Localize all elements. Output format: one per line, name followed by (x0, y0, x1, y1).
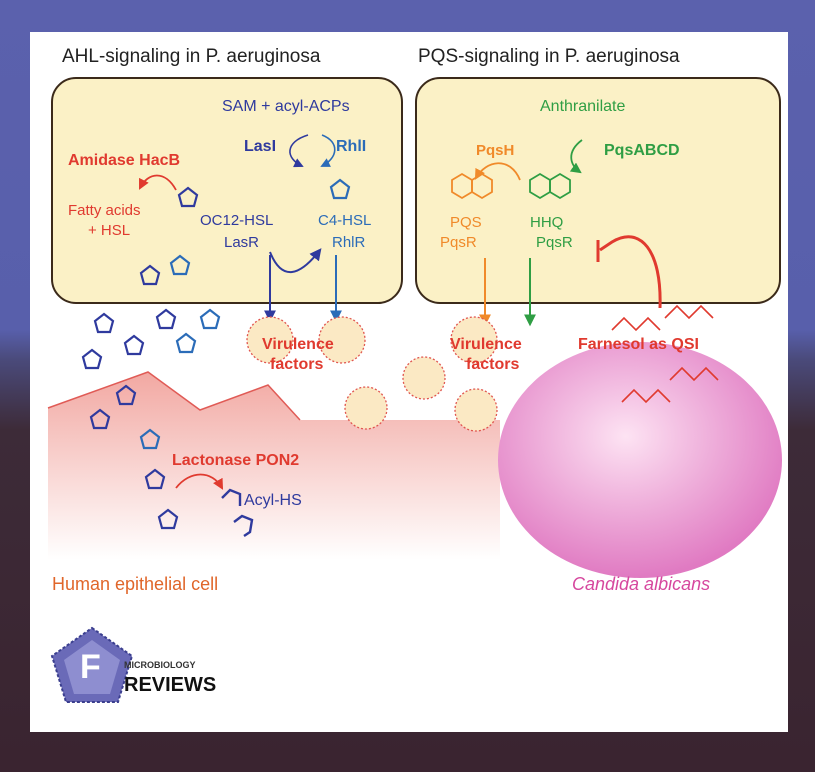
virulence-label-pqs-2: factors (466, 356, 520, 373)
pqsABCD-label: PqsABCD (604, 142, 680, 159)
pqs-title: PQS-signaling in P. aeruginosa (418, 46, 680, 67)
virulence-circle (246, 316, 294, 364)
pentagon-icon (144, 468, 166, 490)
lactonase-arrow (175, 473, 224, 490)
virulence-circle (454, 388, 498, 432)
logo-inner-pentagon (64, 640, 120, 694)
open-ring-icon (221, 488, 242, 506)
pentagon-icon (93, 312, 115, 334)
acyl-hs-molecules (221, 488, 254, 537)
epithelial-cell-shape (48, 372, 500, 560)
farnesol-molecule (621, 388, 671, 404)
hhq-molecule (529, 172, 571, 200)
amidase-arrow (139, 174, 177, 191)
virulence-label-ahl-2: factors (270, 356, 324, 373)
lasR-to-rhlR-arrow (269, 248, 322, 273)
oc12-label: OC12-HSL (200, 212, 274, 229)
logo-line1: MICROBIOLOGY (124, 660, 196, 670)
pentagon-icon (139, 264, 161, 286)
pqsR1-label: PqsR (440, 234, 477, 251)
candida-cell (498, 342, 782, 578)
virulence-circle (344, 386, 388, 430)
lactonase-label: Lactonase PON2 (172, 452, 300, 469)
pqs-molecule (451, 172, 493, 200)
fatty-acids-label: Fatty acids (68, 202, 141, 219)
pentagon-icon (177, 186, 199, 208)
human-cell-label: Human epithelial cell (52, 574, 219, 594)
lasI-label: LasI (244, 138, 277, 155)
ahl-molecules (81, 178, 351, 530)
pentagon-icon (115, 384, 137, 406)
hexagon-icon (471, 172, 493, 200)
sam-label: SAM + acyl-ACPs (222, 98, 350, 115)
pentagon-icon (89, 408, 111, 430)
pentagon-icon (199, 308, 221, 330)
ahl-title: AHL-signaling in P. aeruginosa (62, 46, 321, 67)
pqsABCD-arrow (569, 139, 583, 174)
pentagon-icon (157, 508, 179, 530)
acylhs-label: Acyl-HS (244, 492, 302, 509)
virulence-circle (402, 356, 446, 400)
rhlR-label: RhlR (332, 234, 366, 251)
pentagon-icon (169, 254, 191, 276)
pqsR2-label: PqsR (536, 234, 573, 251)
c4-label: C4-HSL (318, 212, 372, 229)
virulence-label-ahl: Virulence (262, 336, 334, 353)
pentagon-icon (81, 348, 103, 370)
anthranilate-label: Anthranilate (540, 98, 626, 115)
candida-label: Candida albicans (572, 574, 711, 594)
farnesol-label: Farnesol as QSI (578, 336, 699, 353)
farnesol-molecule (611, 316, 661, 332)
pqsH-label: PqsH (476, 142, 515, 159)
hhq-label: HHQ (530, 214, 564, 231)
farnesol-molecule (664, 304, 714, 320)
pentagon-icon (123, 334, 145, 356)
pentagon-icon (155, 308, 177, 330)
pqs-bacterium-box (415, 77, 781, 304)
rhlI-label: RhlI (336, 138, 367, 155)
virulence-label-pqs: Virulence (450, 336, 522, 353)
farnesol-inhibition (599, 235, 662, 309)
pentagon-icon (139, 428, 161, 450)
rhlI-arrow (320, 134, 336, 167)
pqsH-arrow (474, 162, 521, 181)
lasR-label: LasR (224, 234, 260, 251)
pentagon-icon (329, 178, 351, 200)
virulence-circles (246, 316, 498, 432)
pentagon-icon (175, 332, 197, 354)
virulence-circle (450, 316, 498, 364)
hexagon-icon (549, 172, 571, 200)
lasI-arrow (289, 134, 309, 168)
ahl-bacterium-box (51, 77, 403, 304)
farnesol-molecule (669, 366, 719, 382)
virulence-circle (318, 316, 366, 364)
hsl-label: + HSL (88, 222, 131, 239)
amidase-label: Amidase HacB (68, 152, 181, 169)
open-ring-icon (233, 514, 254, 537)
epithelial-cell-border (47, 371, 301, 421)
logo-line2: REVIEWS (124, 674, 217, 696)
logo-letter: F (80, 648, 101, 686)
journal-logo (50, 626, 134, 703)
pqs-label: PQS (450, 214, 482, 231)
